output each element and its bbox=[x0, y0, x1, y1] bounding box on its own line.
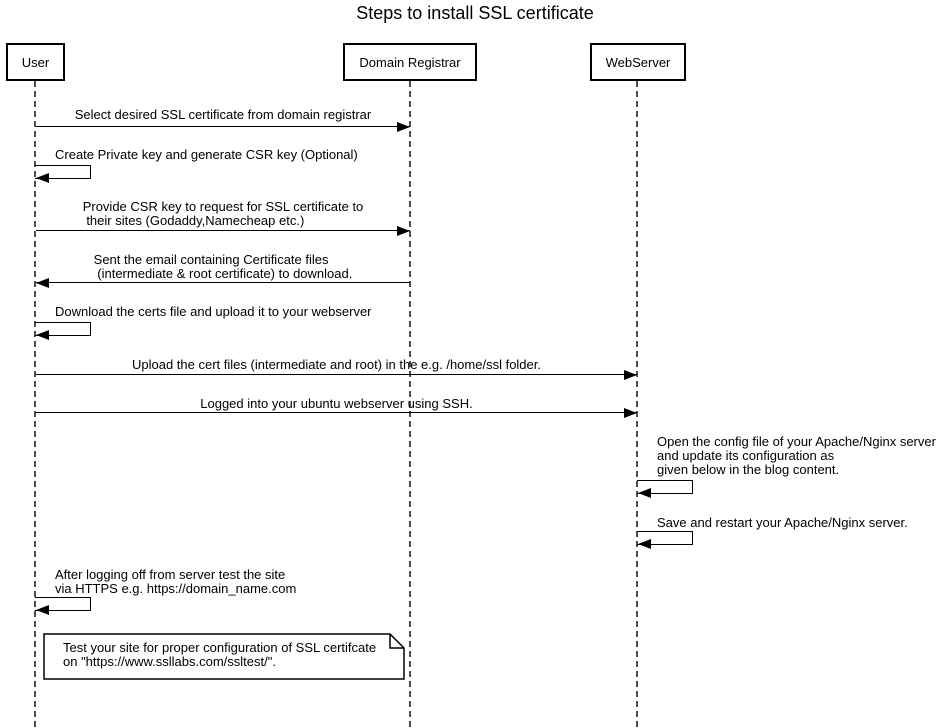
message-1-arrowhead-right-icon bbox=[397, 122, 410, 132]
note: Test your site for proper configuration … bbox=[43, 633, 405, 680]
message-5-arrowhead-left-icon bbox=[36, 330, 49, 340]
actor-webserver: WebServer bbox=[590, 43, 686, 81]
message-3-text-line-1: Provide CSR key to request for SSL certi… bbox=[82, 199, 364, 214]
message-8-label: Open the config file of your Apache/Ngin… bbox=[657, 435, 936, 477]
message-9-arrowhead-left-icon bbox=[638, 539, 651, 549]
message-9-text: Save and restart your Apache/Nginx serve… bbox=[657, 515, 908, 530]
message-7-arrowhead-right-icon bbox=[624, 408, 637, 418]
lifeline-webserver bbox=[636, 81, 638, 728]
message-10-self-loop bbox=[35, 597, 91, 611]
message-8-text-line-1: Open the config file of your Apache/Ngin… bbox=[657, 434, 936, 449]
message-2-text: Create Private key and generate CSR key … bbox=[55, 147, 358, 162]
message-7-arrow-line bbox=[36, 412, 637, 413]
message-6-arrow-line bbox=[36, 374, 637, 375]
note-text: Test your site for proper configuration … bbox=[63, 641, 376, 669]
lifeline-domain-registrar bbox=[409, 81, 411, 728]
message-4-text-line-2: (intermediate & root certificate) to dow… bbox=[93, 266, 353, 281]
message-10-text-line-1: After logging off from server test the s… bbox=[55, 567, 286, 582]
message-8-self-loop bbox=[637, 480, 693, 494]
diagram-title: Steps to install SSL certificate bbox=[356, 3, 594, 23]
lifeline-user bbox=[34, 81, 36, 728]
actor-webserver-label: WebServer bbox=[605, 54, 671, 70]
actor-domain-registrar: Domain Registrar bbox=[343, 43, 477, 81]
message-4-arrowhead-left-icon bbox=[36, 278, 49, 288]
message-5-text: Download the certs file and upload it to… bbox=[55, 304, 372, 319]
message-9-label: Save and restart your Apache/Nginx serve… bbox=[657, 516, 908, 530]
message-4-text-line-1: Sent the email containing Certificate fi… bbox=[93, 252, 329, 267]
message-2-self-loop bbox=[35, 165, 91, 179]
message-2-label: Create Private key and generate CSR key … bbox=[55, 148, 358, 162]
message-4-arrow-line bbox=[36, 282, 410, 283]
message-6-label: Upload the cert files (intermediate and … bbox=[36, 358, 637, 372]
message-7-text: Logged into your ubuntu webserver using … bbox=[200, 396, 473, 411]
actor-user-label: User bbox=[21, 54, 50, 70]
message-3-arrow-line bbox=[36, 230, 410, 231]
message-6-arrowhead-right-icon bbox=[624, 370, 637, 380]
message-3-text-line-2: their sites (Godaddy,Namecheap etc.) bbox=[82, 213, 305, 228]
message-7-label: Logged into your ubuntu webserver using … bbox=[36, 397, 637, 411]
message-2-arrowhead-left-icon bbox=[36, 173, 49, 183]
message-8-arrowhead-left-icon bbox=[638, 488, 651, 498]
message-8-text-line-2: and update its configuration as bbox=[657, 448, 835, 463]
message-5-self-loop bbox=[35, 322, 91, 336]
actor-domain-registrar-label: Domain Registrar bbox=[359, 54, 461, 70]
message-9-self-loop bbox=[637, 531, 693, 545]
message-5-label: Download the certs file and upload it to… bbox=[55, 305, 372, 319]
message-3-arrowhead-right-icon bbox=[397, 226, 410, 236]
message-10-arrowhead-left-icon bbox=[36, 605, 49, 615]
message-10-label: After logging off from server test the s… bbox=[55, 568, 296, 596]
message-3-label: Provide CSR key to request for SSL certi… bbox=[36, 200, 410, 228]
message-1-text: Select desired SSL certificate from doma… bbox=[74, 107, 372, 122]
message-4-label: Sent the email containing Certificate fi… bbox=[36, 253, 410, 281]
message-6-text: Upload the cert files (intermediate and … bbox=[132, 357, 541, 372]
actor-user: User bbox=[6, 43, 65, 81]
note-text-line-2: on "https://www.ssllabs.com/ssltest/". bbox=[63, 654, 276, 669]
message-1-label: Select desired SSL certificate from doma… bbox=[36, 108, 410, 122]
message-8-text-line-3: given below in the blog content. bbox=[657, 462, 840, 477]
note-text-line-1: Test your site for proper configuration … bbox=[63, 640, 377, 655]
message-10-text-line-2: via HTTPS e.g. https://domain_name.com bbox=[55, 581, 297, 596]
message-1-arrow-line bbox=[36, 126, 410, 127]
note-folded-corner-shape bbox=[43, 633, 405, 680]
